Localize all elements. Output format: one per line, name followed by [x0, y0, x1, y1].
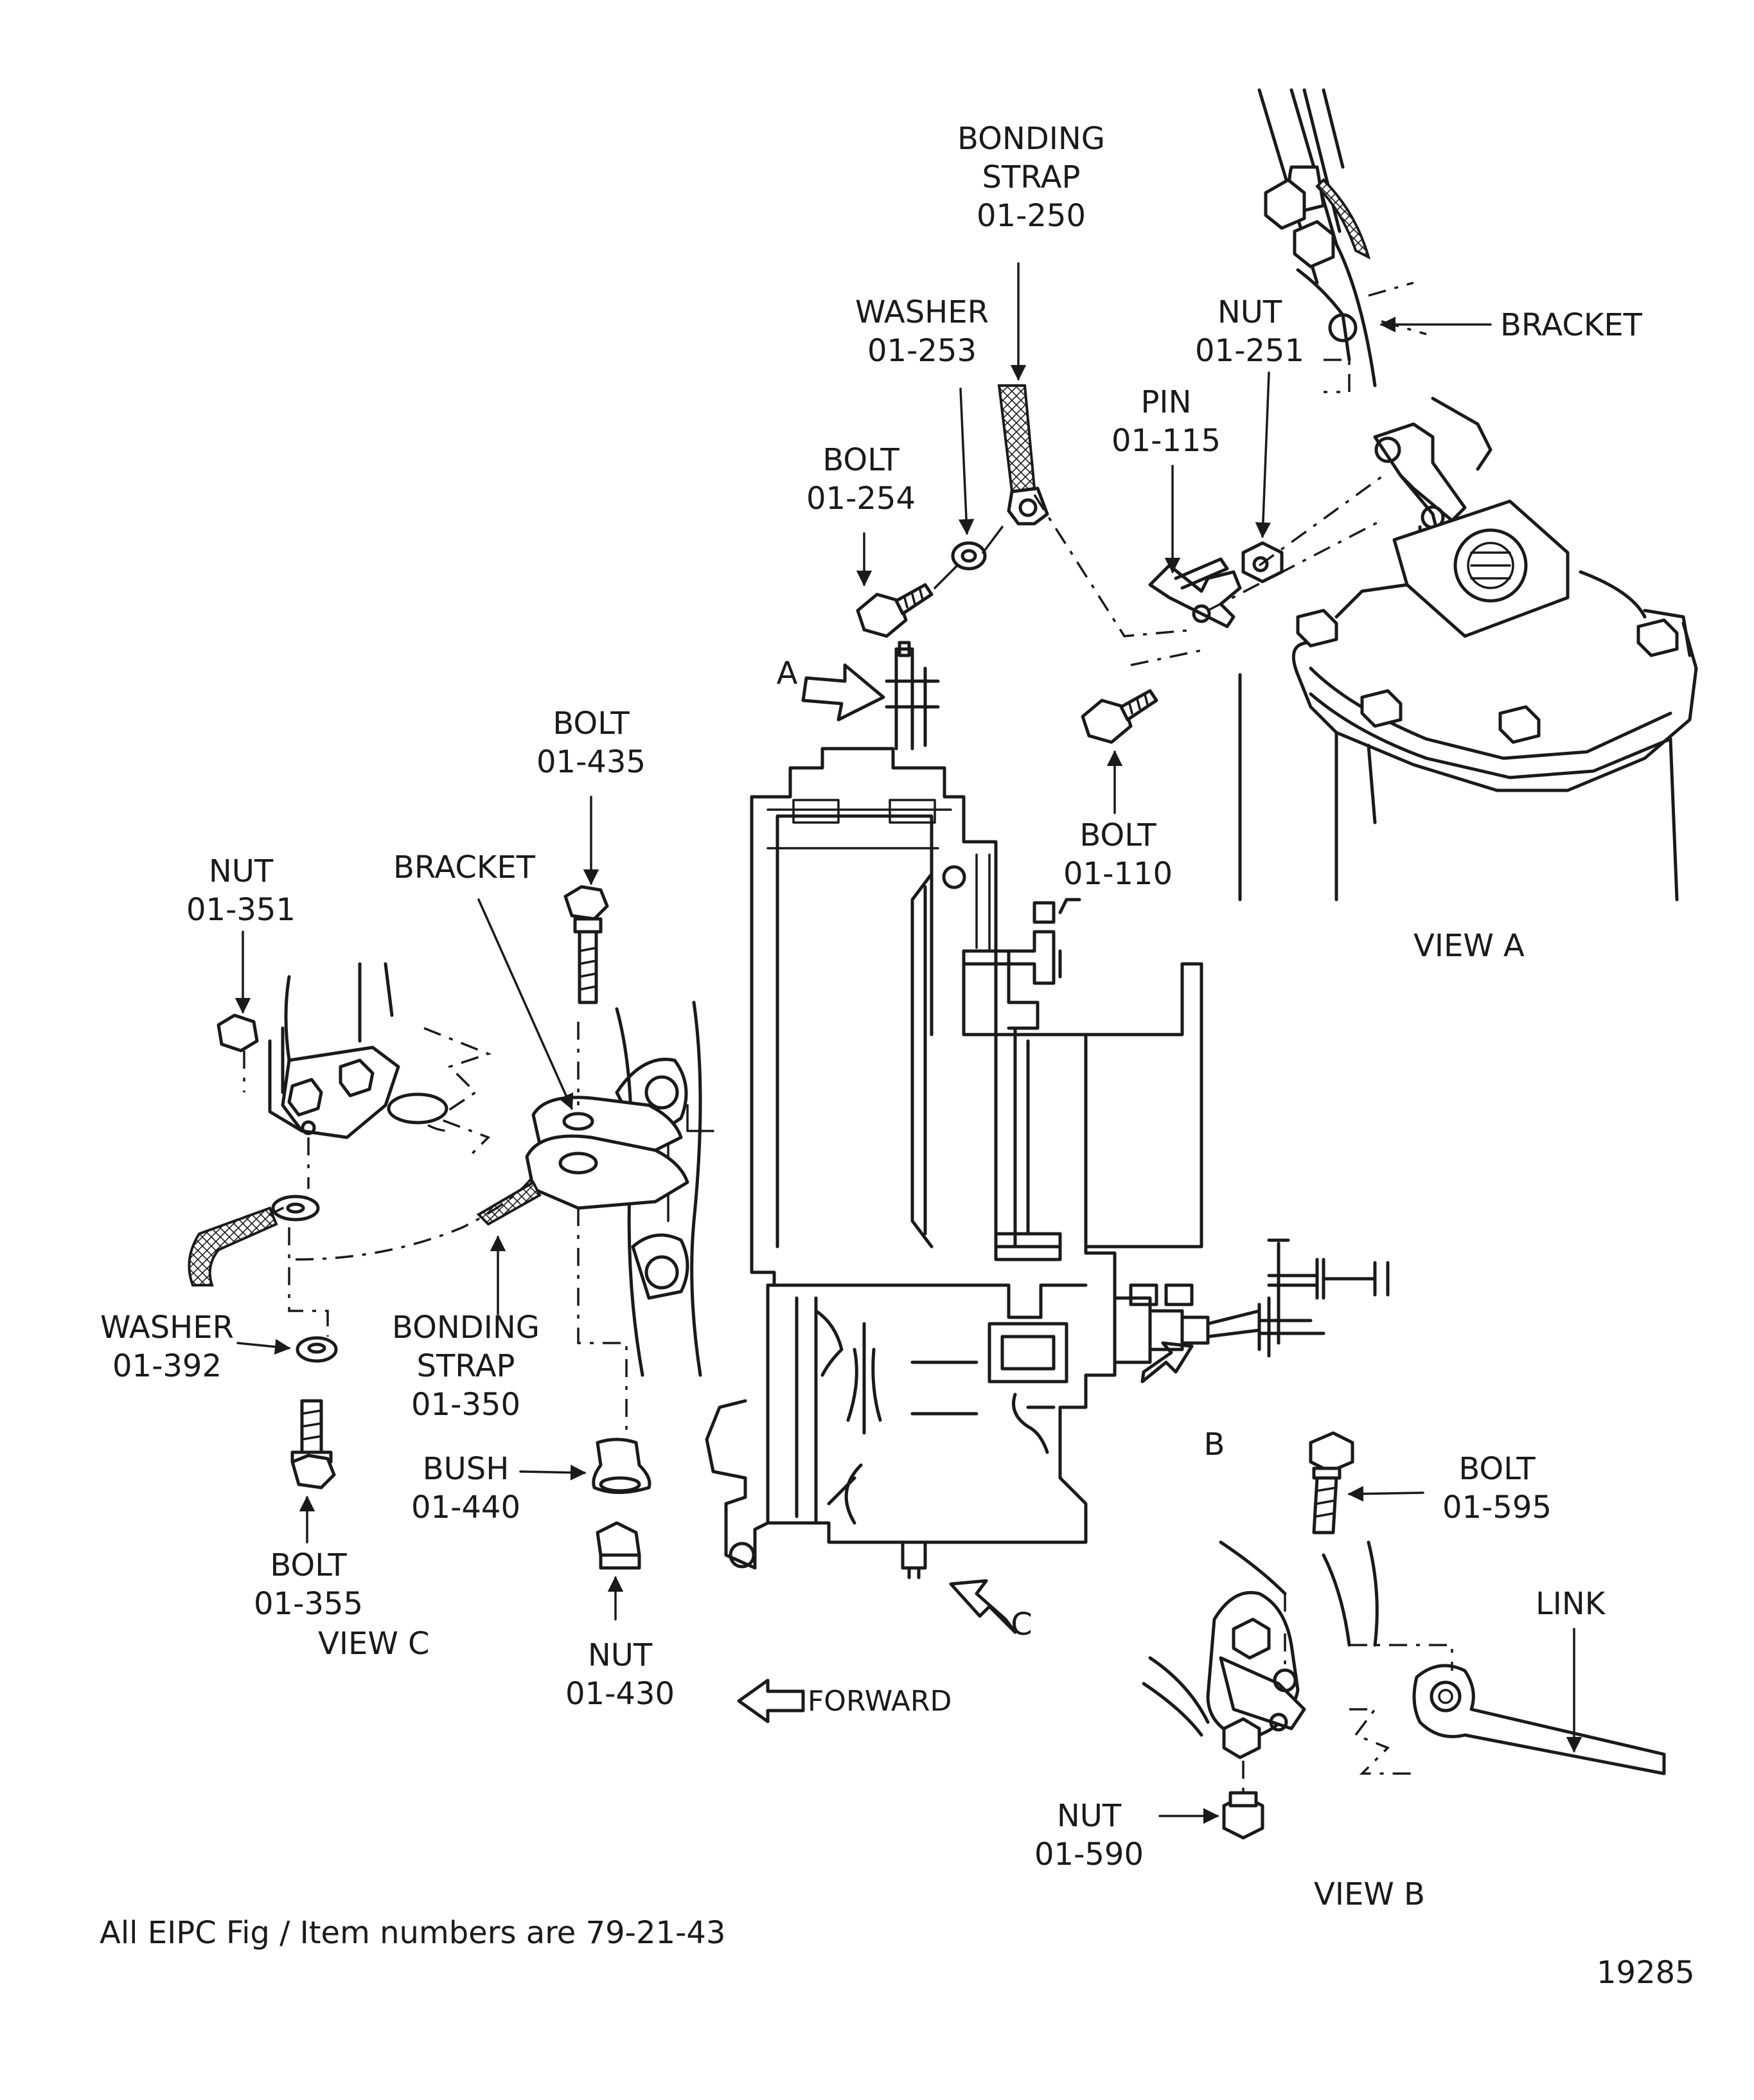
label-line: NUT	[208, 853, 274, 889]
label-nut-01-351: NUT 01-351	[170, 852, 312, 929]
view-a-illustration	[856, 88, 1698, 902]
label-line: WASHER	[855, 294, 989, 330]
label-bonding-strap-01-350: BONDING STRAP 01-350	[376, 1308, 556, 1424]
label-bolt-01-435: BOLT 01-435	[517, 704, 665, 781]
label-line: BOLT	[1079, 817, 1156, 853]
label-view-c-pointer: C	[1002, 1605, 1041, 1644]
label-bonding-strap-01-250: BONDING STRAP 01-250	[941, 120, 1121, 235]
label-line: 01-251	[1194, 333, 1304, 369]
label-view-c: VIEW C	[318, 1624, 430, 1663]
label-line: PIN	[1140, 384, 1192, 420]
label-view-b: VIEW B	[1314, 1875, 1425, 1914]
view-c-pointer-arrow	[949, 1579, 1017, 1634]
view-a-pointer-arrow	[801, 663, 885, 722]
label-line: BOLT	[270, 1547, 347, 1583]
label-nut-01-430: NUT 01-430	[549, 1636, 691, 1713]
label-bolt-01-254: BOLT 01-254	[787, 441, 935, 518]
label-bracket-view-a: BRACKET	[1500, 306, 1642, 344]
label-line: VIEW A	[1413, 928, 1525, 964]
label-line: BONDING	[957, 121, 1105, 157]
label-line: BRACKET	[1500, 307, 1642, 343]
label-line: 01-115	[1111, 423, 1221, 459]
label-line: A	[776, 655, 798, 691]
central-assembly	[705, 641, 1390, 1579]
label-line: BONDING	[392, 1310, 540, 1346]
label-line: BOLT	[822, 442, 899, 478]
label-line: NUT	[1217, 294, 1282, 330]
label-line: NUT	[1056, 1798, 1122, 1834]
label-line: 01-440	[411, 1490, 520, 1526]
label-line: 01-595	[1442, 1490, 1552, 1526]
label-line: 01-392	[112, 1348, 222, 1384]
label-line: BUSH	[422, 1451, 509, 1487]
forward-arrow	[737, 1678, 805, 1723]
leader-arrows	[235, 262, 1582, 1824]
label-bolt-01-595: BOLT 01-595	[1423, 1450, 1571, 1527]
label-line: 01-355	[253, 1586, 363, 1622]
label-view-a-pointer: A	[768, 654, 806, 693]
label-nut-01-590: NUT 01-590	[1018, 1797, 1160, 1874]
label-line: C	[1011, 1606, 1032, 1642]
label-bracket-view-c: BRACKET	[393, 848, 535, 887]
label-pin-01-115: PIN 01-115	[1095, 383, 1237, 460]
label-line: FORWARD	[808, 1685, 952, 1718]
label-line: 01-253	[867, 333, 977, 369]
label-washer-01-392: WASHER 01-392	[77, 1308, 257, 1385]
label-view-a: VIEW A	[1413, 927, 1525, 965]
label-line: 01-351	[186, 892, 296, 928]
label-line: BOLT	[1458, 1451, 1536, 1487]
label-line: BRACKET	[393, 850, 535, 885]
label-line: 01-435	[536, 744, 646, 780]
label-line: STRAP	[416, 1348, 515, 1384]
footer-note: All EIPC Fig / Item numbers are 79-21-43	[100, 1915, 726, 1951]
view-b-pointer-arrow	[1140, 1341, 1194, 1384]
label-line: VIEW B	[1314, 1876, 1425, 1912]
label-forward: FORWARD	[808, 1682, 952, 1721]
label-line: 01-250	[976, 198, 1086, 234]
view-b-illustration	[1142, 1431, 1666, 1840]
label-line: B	[1203, 1427, 1225, 1463]
label-washer-01-253: WASHER 01-253	[832, 293, 1012, 370]
label-bolt-01-355: BOLT 01-355	[238, 1546, 379, 1623]
label-bolt-01-110: BOLT 01-110	[1044, 816, 1192, 893]
label-link: LINK	[1536, 1585, 1605, 1623]
figure-number: 19285	[1597, 1955, 1695, 1991]
label-line: LINK	[1536, 1586, 1606, 1622]
label-line: STRAP	[982, 159, 1081, 195]
label-nut-01-251: NUT 01-251	[1179, 293, 1320, 370]
label-line: 01-590	[1034, 1837, 1144, 1873]
label-bush-01-440: BUSH 01-440	[395, 1450, 536, 1527]
label-line: 01-350	[411, 1387, 520, 1423]
label-line: 01-430	[565, 1676, 675, 1712]
label-line: 01-254	[806, 481, 916, 517]
view-c-illustration	[188, 885, 714, 1570]
label-view-b-pointer: B	[1195, 1425, 1234, 1464]
label-line: WASHER	[100, 1310, 234, 1346]
label-line: 01-110	[1063, 856, 1173, 892]
label-line: VIEW C	[318, 1626, 430, 1662]
label-line: NUT	[587, 1637, 653, 1673]
label-line: BOLT	[553, 706, 630, 742]
